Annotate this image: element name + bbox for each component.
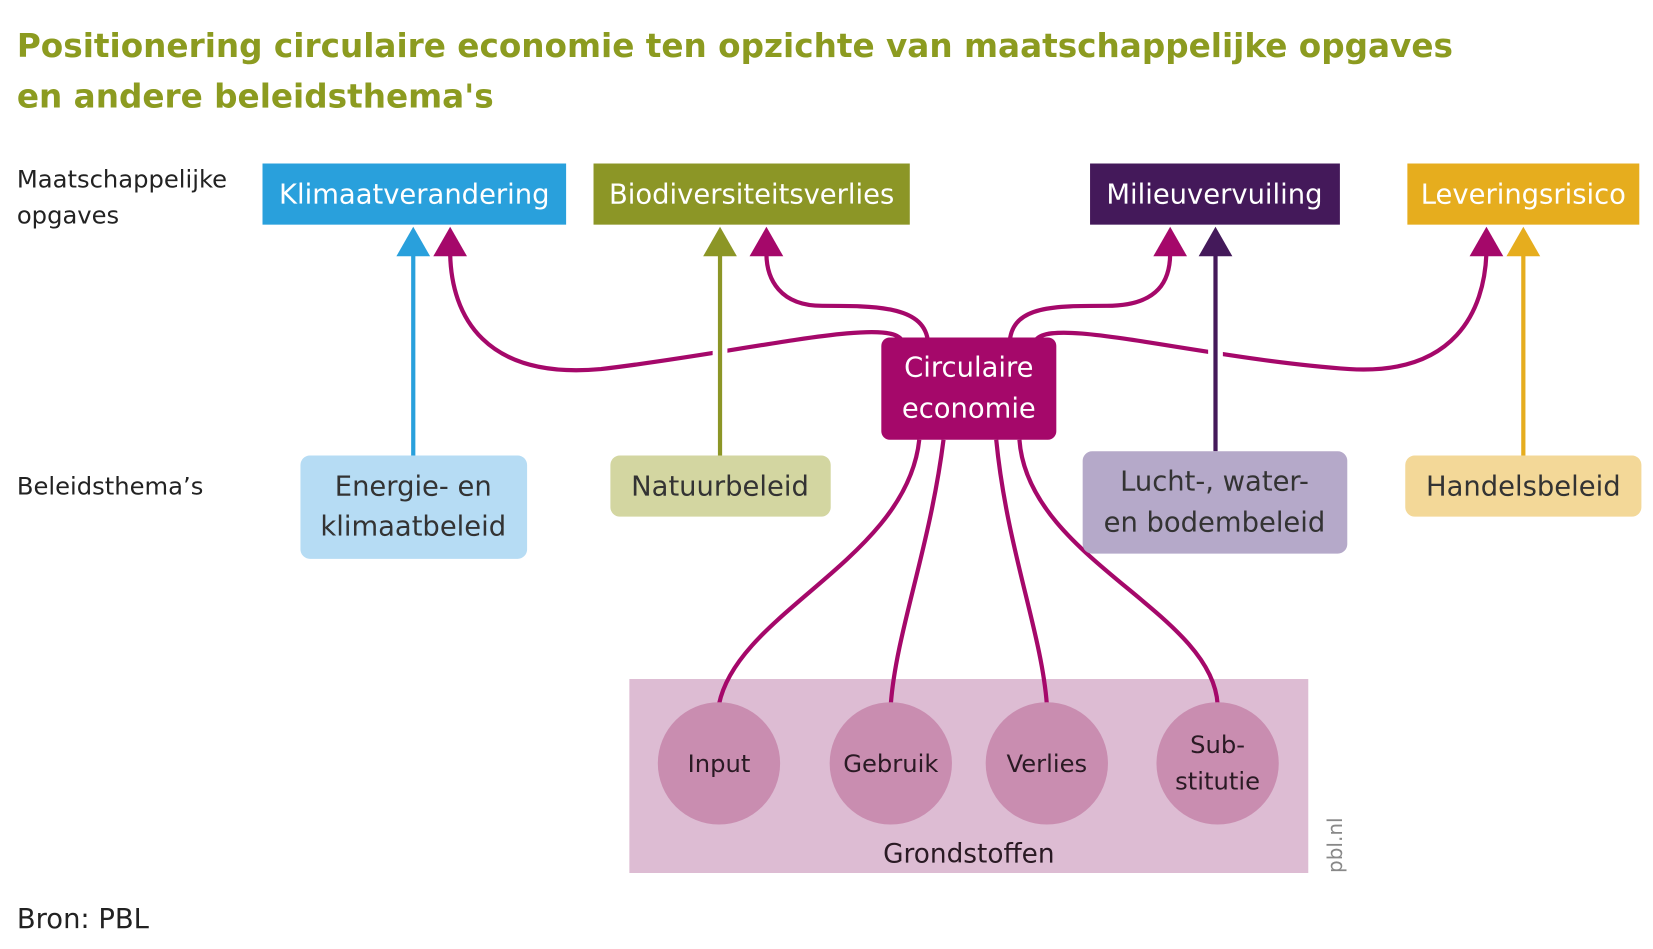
row-label-beleid: Beleidsthema’s (17, 472, 203, 501)
connector-substitutie (1017, 439, 1220, 705)
connector-biodiversiteit (764, 253, 930, 341)
arrowhead-icon (1153, 226, 1188, 257)
arrowhead-icon (1469, 226, 1504, 257)
beleid-label: Natuurbeleid (631, 472, 809, 503)
arrowhead-icon (749, 226, 784, 257)
connector-milieu (1007, 253, 1173, 340)
beleid-lucht-water-bodem: Lucht-, water- en bodembeleid (1082, 451, 1348, 554)
beleid-label: en bodembeleid (1104, 507, 1326, 538)
arrowhead-icon (1198, 226, 1233, 257)
grondstof-gebruik: Gebruik (829, 702, 952, 825)
title-line-2: en andere beleidsthema's (17, 78, 494, 116)
opgave-label: Biodiversiteitsverlies (609, 180, 894, 211)
beleid-label: Energie- en (335, 472, 492, 503)
beleid-label: Handelsbeleid (1426, 472, 1621, 503)
magenta-connectors (448, 253, 1489, 705)
circulaire-economie-box: Circulaire economie (881, 337, 1057, 440)
opgave-label: Milieuvervuiling (1106, 180, 1322, 211)
row-label-opgaves-2: opgaves (17, 201, 119, 230)
opgave-leveringsrisico: Leveringsrisico (1407, 163, 1640, 225)
connector-verlies (994, 439, 1049, 705)
arrowhead-icon (433, 226, 468, 257)
beleid-label: klimaatbeleid (320, 512, 506, 543)
grondstof-label: Gebruik (843, 749, 938, 778)
connector-klimaat (448, 253, 904, 373)
beleid-natuur: Natuurbeleid (610, 455, 831, 517)
center-label-1: Circulaire (904, 352, 1033, 383)
grondstoffen-label: Grondstoffen (883, 839, 1054, 869)
beleid-energie-klimaat: Energie- en klimaatbeleid (300, 455, 528, 559)
opgave-biodiversiteitsverlies: Biodiversiteitsverlies (593, 163, 910, 225)
arrowhead-icon (396, 226, 431, 257)
opgave-label: Leveringsrisico (1421, 180, 1626, 211)
source-label: Bron: PBL (17, 904, 150, 935)
arrowhead-icon (703, 226, 737, 257)
center-label-2: economie (902, 394, 1036, 425)
grondstof-label: Input (688, 749, 751, 778)
beleid-handel: Handelsbeleid (1405, 455, 1642, 517)
grondstof-label: Sub- (1190, 730, 1245, 759)
opgave-klimaatverandering: Klimaatverandering (262, 163, 567, 225)
opgave-milieuvervuiling: Milieuvervuiling (1090, 163, 1340, 225)
grondstof-substitutie: Sub- stitutie (1156, 702, 1279, 825)
beleid-label: Lucht-, water- (1120, 466, 1309, 497)
grondstof-label: stitutie (1175, 767, 1260, 796)
connector-gebruik (888, 439, 946, 705)
row-label-opgaves-1: Maatschappelijke (17, 165, 227, 194)
grondstof-verlies: Verlies (985, 702, 1108, 825)
watermark: pbl.nl (1323, 817, 1347, 873)
connector-input (716, 439, 922, 705)
arrowhead-icon (1506, 226, 1541, 257)
connector-levering (1034, 253, 1489, 372)
grondstof-input: Input (657, 702, 781, 825)
opgave-label: Klimaatverandering (279, 180, 549, 211)
title-line-1: Positionering circulaire economie ten op… (17, 27, 1453, 65)
grondstof-label: Verlies (1007, 749, 1088, 778)
